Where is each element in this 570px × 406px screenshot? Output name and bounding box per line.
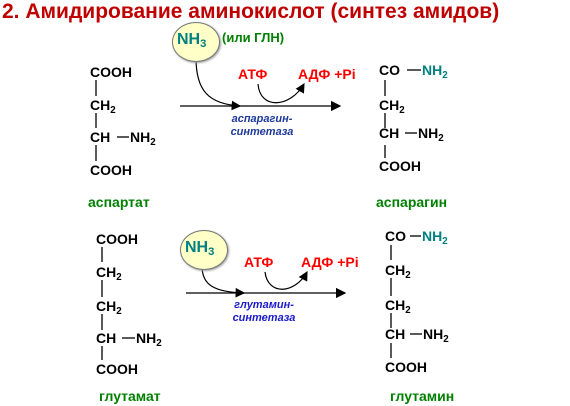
page-title: 2. Амидирование аминокислот (синтез амид… xyxy=(2,0,500,23)
substrate-name: аспартат xyxy=(88,194,150,210)
carboxyl-group: COOH xyxy=(96,361,138,377)
methylene-group: CH2 xyxy=(96,298,122,317)
adp-label: АДФ +Pi xyxy=(301,254,359,270)
methylene-group: CH2 xyxy=(385,297,411,316)
alpha-carbon: CH xyxy=(379,125,400,141)
carbonyl-group: CO xyxy=(385,228,406,244)
enzyme-label: глутамин- синтетаза xyxy=(232,299,296,324)
ammonia-alternative-label: (или ГЛН) xyxy=(222,30,285,45)
enzyme-label: аспарагин- синтетаза xyxy=(230,113,294,138)
methylene-group: CH2 xyxy=(90,97,116,116)
atp-adp-curve-arrow xyxy=(264,270,308,290)
atp-label: АТФ xyxy=(238,66,268,82)
amino-group: NH2 xyxy=(130,129,156,148)
methylene-group: CH2 xyxy=(385,262,411,281)
amide-group: NH2 xyxy=(422,62,448,81)
ammonia-circle xyxy=(172,22,220,62)
alpha-carbon: CH xyxy=(385,326,406,342)
carboxyl-group: COOH xyxy=(385,359,427,375)
amino-group: NH2 xyxy=(136,330,162,349)
carboxyl-group: COOH xyxy=(379,158,421,174)
ammonia-circle xyxy=(180,230,228,270)
amide-group: NH2 xyxy=(422,228,448,247)
alpha-carbon: CH xyxy=(96,330,117,346)
amino-group: NH2 xyxy=(423,326,449,345)
atp-adp-curve-arrow xyxy=(257,82,305,104)
nh3-curve-arrow xyxy=(195,57,242,111)
product-name: аспарагин xyxy=(376,194,448,210)
carboxyl-group: COOH xyxy=(96,231,138,247)
alpha-carbon: CH xyxy=(90,129,111,145)
adp-label: АДФ +Pi xyxy=(298,66,356,82)
substrate-name: глутамат xyxy=(99,388,161,404)
methylene-group: CH2 xyxy=(379,97,405,116)
atp-label: АТФ xyxy=(244,254,274,270)
carboxyl-group: COOH xyxy=(90,64,132,80)
ammonia-label: NH3 xyxy=(185,239,215,258)
methylene-group: CH2 xyxy=(96,264,122,283)
ammonia-label: NH3 xyxy=(177,31,207,50)
carbonyl-group: CO xyxy=(379,62,400,78)
product-name: глутамин xyxy=(390,388,455,404)
carboxyl-group: COOH xyxy=(90,162,132,178)
nh3-curve-arrow xyxy=(201,265,246,298)
amino-group: NH2 xyxy=(418,125,444,144)
